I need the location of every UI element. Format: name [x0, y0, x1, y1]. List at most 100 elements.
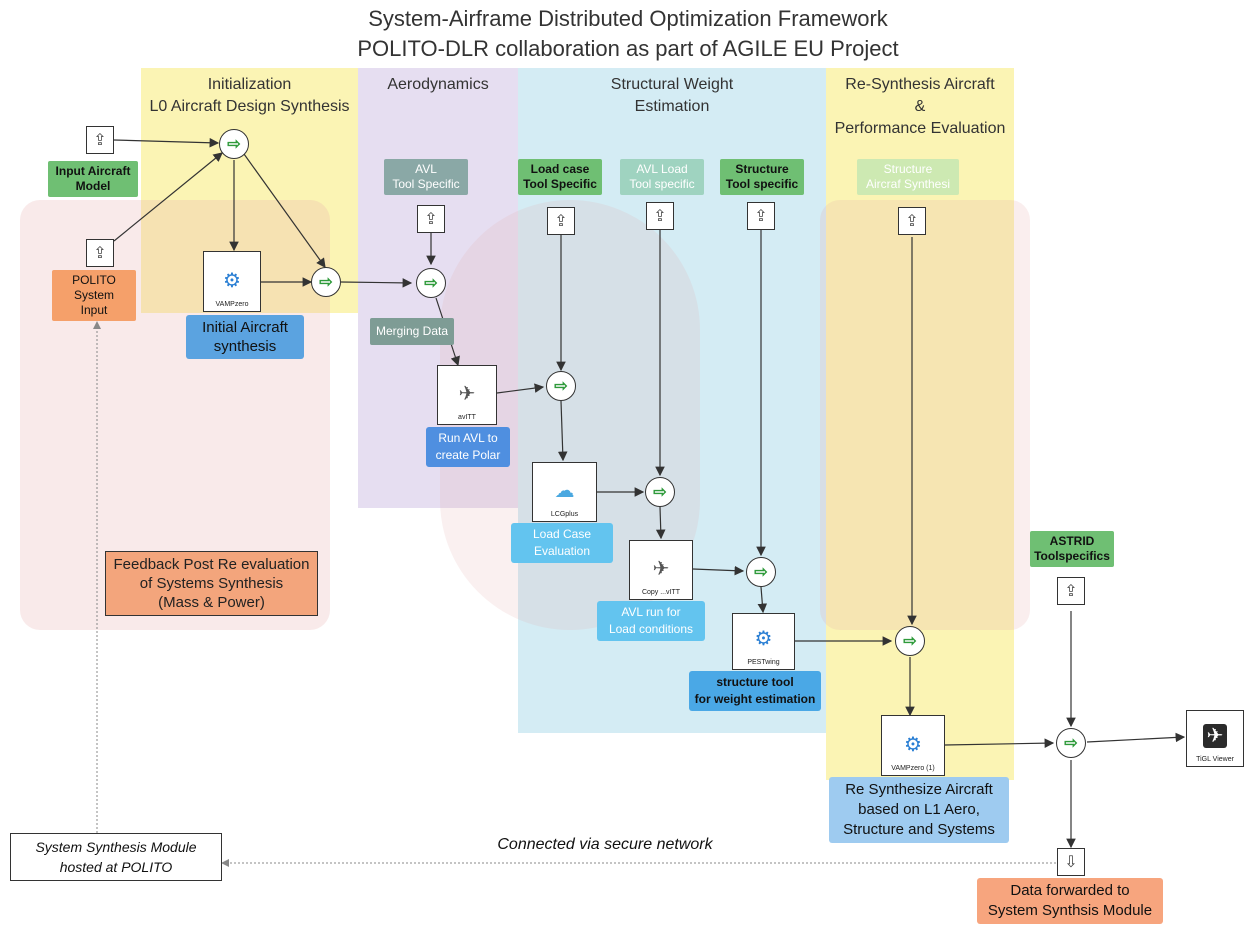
note-resynth-1: Re Synthesize Aircraft [845, 781, 993, 798]
lane-title-struct-1: Structural Weight [610, 76, 734, 93]
tag-loadcase-2: Tool Specific [523, 177, 597, 191]
wing-icon: ✈ [458, 383, 476, 405]
note-structtool-2: for weight estimation [694, 692, 816, 706]
tag-astrid-2: Toolspecifics [1034, 549, 1110, 563]
watermark-e [820, 200, 1030, 630]
avlload-upload-icon[interactable]: ⇪ [646, 202, 674, 230]
merge-circle-resynth[interactable]: ⇨ [895, 626, 925, 656]
lane-title-resynth-2: & [914, 98, 926, 115]
vampzero1-tool[interactable]: ⚙ VAMPzero (1) [881, 715, 945, 776]
avltt-label: avITT [458, 414, 476, 421]
tag-polito-input-1: POLITO System [72, 273, 116, 302]
note-forward-2: System Synthsis Module [987, 902, 1153, 919]
lcgplus-tool[interactable]: ☁ LCGplus [532, 462, 597, 522]
merge-circle-loadcase[interactable]: ⇨ [546, 371, 576, 401]
copyavl-tool[interactable]: ✈ Copy ...vITT [629, 540, 693, 600]
note-forward-1: Data forwarded to [1010, 882, 1130, 899]
vampzero-tool[interactable]: ⚙ VAMPzero [203, 251, 261, 312]
note-module-2: hosted at POLITO [59, 859, 173, 875]
tag-structure-1: Structure [735, 162, 789, 176]
avl-upload-icon[interactable]: ⇪ [417, 205, 445, 233]
tag-avl-2: Tool Specific [392, 177, 460, 191]
input-aircraft-upload-icon[interactable]: ⇪ [86, 126, 114, 154]
note-avlrun-1: AVL run for [621, 605, 681, 619]
wing-icon: ✈ [652, 558, 670, 580]
avltt-tool[interactable]: ✈ avITT [437, 365, 497, 425]
gears-icon: ⚙ [904, 734, 922, 756]
lcgplus-label: LCGplus [550, 511, 579, 518]
lane-title-init-1: Initialization [207, 76, 292, 93]
pestwing-label: PESTwing [747, 659, 780, 666]
polito-input-upload-icon[interactable]: ⇪ [86, 239, 114, 267]
label-secure-network: Connected via secure network [497, 836, 713, 853]
tag-structaircraf-2: Aircraf Synthesi [865, 177, 951, 191]
note-resynthesize: Re Synthesize Aircraft based on L1 Aero,… [829, 777, 1009, 843]
vampzero-label: VAMPzero [215, 301, 249, 308]
merge-circle-init-out[interactable]: ⇨ [311, 267, 341, 297]
note-feedback-1: Feedback Post Re evaluation [113, 556, 310, 573]
note-avl-run-load: AVL run for Load conditions [597, 601, 705, 641]
astrid-upload-icon[interactable]: ⇪ [1057, 577, 1085, 605]
tag-astrid-1: ASTRID [1049, 534, 1095, 548]
tag-avlload-2: Tool specific [629, 177, 695, 191]
tigl-viewer-tool[interactable]: ✈ TiGL Viewer [1186, 710, 1244, 767]
tag-input-aircraft-1: Input Aircraft [55, 164, 131, 178]
title-line-1: System-Airframe Distributed Optimization… [368, 6, 888, 31]
note-runavl-2: create Polar [435, 448, 501, 462]
tag-structure: Structure Tool specific [720, 159, 804, 195]
lane-title-resynth-3: Performance Evaluation [834, 120, 1006, 137]
lane-title-struct-2: Estimation [634, 98, 710, 115]
tag-avl-tool: AVL Tool Specific [384, 159, 468, 195]
merge-circle-init[interactable]: ⇨ [219, 129, 249, 159]
note-structtool-1: structure tool [716, 675, 794, 689]
tag-structure-2: Tool specific [725, 177, 799, 191]
note-resynth-2: based on L1 Aero, [858, 801, 980, 818]
pestwing-tool[interactable]: ⚙ PESTwing [732, 613, 795, 670]
note-feedback[interactable]: Feedback Post Re evaluation of Systems S… [105, 551, 318, 616]
tag-polito-input: POLITO System Input [52, 270, 136, 321]
lane-title-aero: Aerodynamics [387, 76, 489, 93]
note-initial-synthesis: Initial Aircraft synthesis [186, 315, 304, 359]
structure-upload-icon[interactable]: ⇪ [747, 202, 775, 230]
tag-merging-data: Merging Data [370, 318, 454, 345]
tag-loadcase: Load case Tool Specific [518, 159, 602, 195]
merge-circle-aero[interactable]: ⇨ [416, 268, 446, 298]
tag-astrid: ASTRID Toolspecifics [1030, 531, 1114, 567]
tag-structaircraf: Structure Aircraf Synthesi [857, 159, 959, 195]
note-module-1: System Synthesis Module [35, 839, 197, 855]
tag-avlload-1: AVL Load [636, 162, 688, 176]
cloud-plus-icon: ☁ [554, 480, 575, 502]
merge-circle-avlload[interactable]: ⇨ [645, 477, 675, 507]
note-feedback-3: (Mass & Power) [158, 594, 265, 611]
lane-title-resynth-1: Re-Synthesis Aircraft [845, 76, 995, 93]
note-resynth-3: Structure and Systems [843, 821, 995, 838]
loadcase-upload-icon[interactable]: ⇪ [547, 207, 575, 235]
gears-icon: ⚙ [754, 628, 773, 650]
tag-polito-input-2: Input [80, 303, 108, 317]
note-load-case-evaluation: Load Case Evaluation [511, 523, 613, 563]
tag-input-aircraft: Input Aircraft Model [48, 161, 138, 197]
tag-input-aircraft-2: Model [75, 179, 111, 193]
tag-avl-1: AVL [415, 162, 437, 176]
gears-icon: ⚙ [223, 270, 241, 292]
tag-structaircraf-1: Structure [883, 162, 933, 176]
note-structure-tool: structure tool for weight estimation [689, 671, 821, 711]
copyavl-label: Copy ...vITT [641, 589, 681, 596]
merge-circle-astrid[interactable]: ⇨ [1056, 728, 1086, 758]
tag-loadcase-1: Load case [530, 162, 590, 176]
forward-download-icon[interactable]: ⇩ [1057, 848, 1085, 876]
tag-avlload: AVL Load Tool specific [620, 159, 704, 195]
vampzero1-label: VAMPzero (1) [891, 765, 935, 772]
title-line-2: POLITO-DLR collaboration as part of AGIL… [357, 36, 899, 61]
note-lce-2: Evaluation [533, 544, 591, 558]
note-run-avl: Run AVL to create Polar [426, 427, 510, 467]
structaircraf-upload-icon[interactable]: ⇪ [898, 207, 926, 235]
merge-circle-structure[interactable]: ⇨ [746, 557, 776, 587]
note-feedback-2: of Systems Synthesis [139, 575, 284, 592]
note-lce-1: Load Case [532, 527, 592, 541]
plane-icon: ✈ [1202, 724, 1228, 748]
note-data-forwarded: Data forwarded to System Synthsis Module [977, 878, 1163, 924]
note-avlrun-2: Load conditions [608, 622, 694, 636]
lane-title-init-2: L0 Aircraft Design Synthesis [149, 98, 350, 115]
